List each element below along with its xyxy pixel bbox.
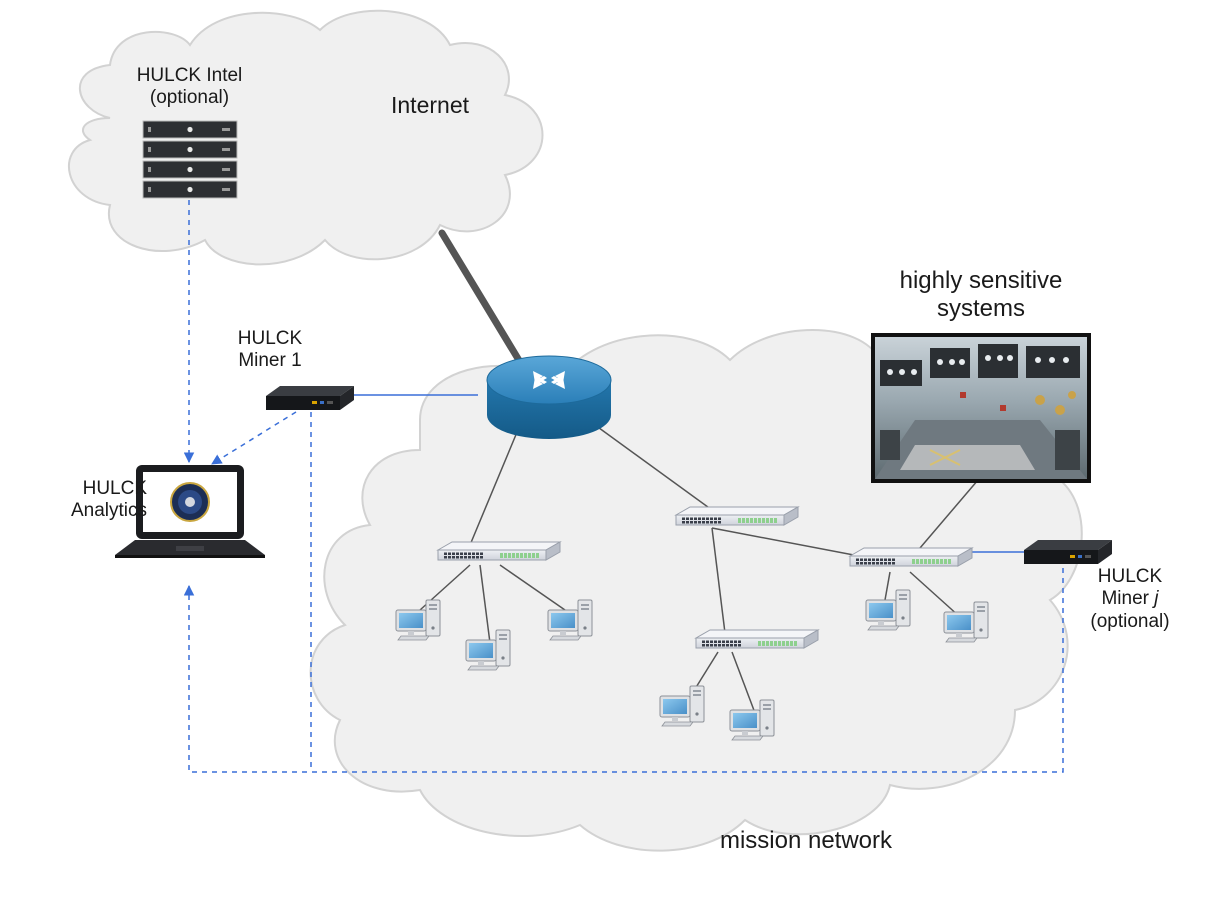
switch-1 [437, 541, 561, 561]
hulck-miner-j-prefix: Miner [1101, 588, 1155, 610]
router-icon [486, 355, 612, 439]
switch-4 [849, 547, 973, 567]
hulck-miner-1-name: HULCK [237, 328, 303, 349]
hulck-intel-name: HULCK Intel [136, 65, 243, 86]
internet-label: Internet [391, 92, 470, 118]
hulck-intel-label: HULCK Intel (optional) [107, 65, 272, 110]
hulck-miner-j-optional: (optional) [1090, 610, 1170, 632]
highly-sensitive-line2: systems [936, 295, 1025, 323]
hulck-miner-1-label: HULCK Miner 1 [215, 328, 325, 373]
network-links [419, 424, 979, 714]
hulck-miner-j-number: Miner j [1075, 588, 1185, 610]
hulck-analytics-label: HULCK Analytics [37, 478, 147, 523]
hulck-miner-j-var: j [1154, 588, 1159, 610]
hulck-analytics-laptop-icon [115, 465, 265, 558]
mission-network-label: mission network [720, 827, 893, 854]
highly-sensitive-line1: highly sensitive [899, 267, 1063, 294]
hulck-miner-1-icon [266, 386, 354, 410]
hulck-miner-1-number: Miner 1 [238, 350, 302, 372]
switch-2 [675, 506, 799, 526]
hulck-miner-j-icon [1024, 540, 1112, 564]
miner-links [352, 394, 1025, 553]
hulck-miner-j-label: HULCK Miner j (optional) [1075, 566, 1185, 633]
hulck-intel-server-icon [142, 120, 238, 199]
hulck-intel-optional: (optional) [149, 87, 230, 109]
highly-sensitive-label: highly sensitive systems [866, 267, 1096, 324]
control-room-photo [871, 333, 1091, 483]
dashed-data-links [183, 200, 1064, 773]
internet-cloud [67, 9, 544, 266]
hulck-analytics-role: Analytics [70, 500, 147, 522]
switch-3 [695, 629, 819, 649]
hulck-miner-j-name: HULCK [1097, 566, 1163, 587]
internet-uplink [438, 229, 524, 366]
hulck-analytics-name: HULCK [82, 478, 147, 499]
